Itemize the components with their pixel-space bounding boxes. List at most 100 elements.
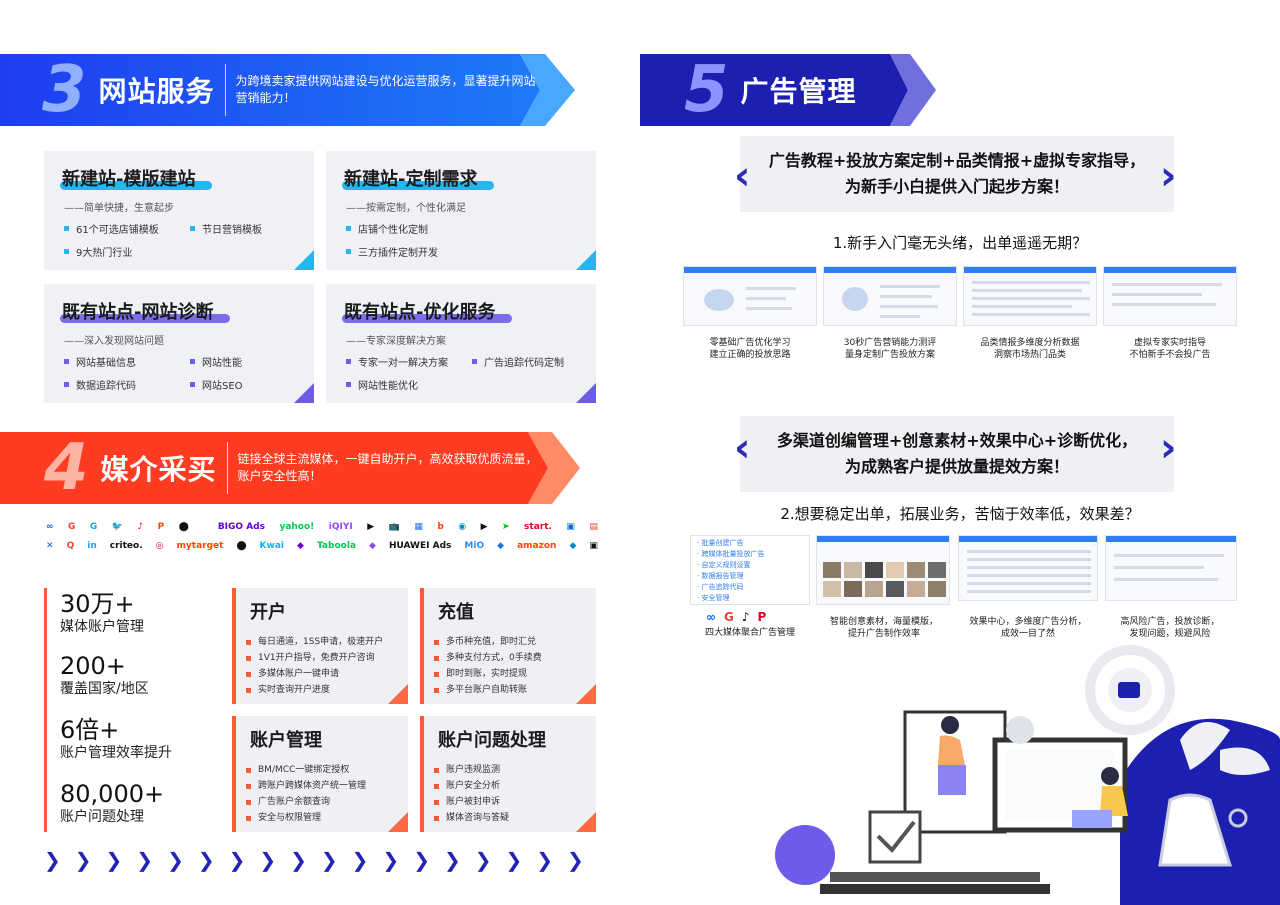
card-title: 新建站-定制需求 [344,169,478,190]
caption: 品类情报多维度分析数据洞察市场热门品类 [980,338,1080,360]
stat-label: 账户管理效率提升 [60,745,172,761]
decorative-illustration [775,645,1280,905]
card-subtitle: ——简单快捷，生意起步 [64,203,174,214]
media-logo: HUAWEI Ads [388,541,452,551]
list-item: 1V1开户指导，免费开户咨询 [246,650,383,666]
card-title: 新建站-模版建站 [62,169,196,190]
question-heading-2: 2.想要稳定出单，拓展业务，苦恼于效率低，效果差？ [780,505,1140,523]
caption: 四大媒体聚合广告管理 [704,628,795,638]
media-logo: in [87,541,97,551]
media-logo: yahoo! [279,522,315,532]
list-item: 实时查询开户进度 [246,682,383,698]
chevron-right-icon: ❯ [474,848,492,872]
caption: 30秒广告营销能力测评量身定制广告投放方案 [843,338,937,360]
caption: 高风险广告，投放诊断，发现问题，规避风险 [1120,617,1220,639]
chevron-right-icon: ❯ [351,848,369,872]
list-item: 节日营销模板 [190,221,314,236]
corner-accent [576,812,596,832]
section-number: 3 [42,53,87,127]
card-feature-list: 账户违规监测 账户安全分析 账户被封申诉 媒体咨询与答疑 [434,762,509,826]
media-logo: G [89,522,98,532]
chevron-right-icon: › [1160,425,1177,471]
question-heading-1: 1.新手入门毫无头绪，出单遥遥无期？ [832,234,1088,252]
media-logo: ◆ [569,541,577,551]
menu-item: · 批量创建广告 [697,539,744,547]
list-item: 网站SEO [190,377,314,392]
menu-item: · 安全管理 [697,594,730,602]
chevron-right-icon: ❯ [536,848,554,872]
caption: 效果中心，多维度广告分析，成效一目了然 [969,617,1087,639]
card-feature-list: BM/MCC一键绑定授权 跨账户跨媒体资产统一管理 广告账户余额查询 安全与权限… [246,762,366,826]
screenshot-category-intel [963,266,1097,326]
list-item: 账户安全分析 [434,778,509,794]
chevron-right-icon: ❯ [413,848,430,872]
media-logo: ◆ [297,541,304,551]
list-item: 三方插件定制开发 [346,244,546,259]
chevron-right-icon: ❯ [443,848,461,872]
list-item: 媒体咨询与答疑 [434,810,509,826]
screenshot-effect-center [958,535,1098,601]
card-subtitle: ——按需定制，个性化满足 [346,203,466,214]
title-highlight [342,314,512,323]
chevron-right-icon: ❯ [320,848,338,872]
chevron-left-icon: ‹ [734,425,751,471]
media-logo: ∞ [46,522,54,532]
screenshot-tutorial [683,266,817,326]
media-logo: ◉ [458,522,467,532]
promo-box-beginner: 广告教程+投放方案定制+品类情报+虚拟专家指导， 为新手小白提供入门起步方案！ [740,136,1174,212]
media-logo: amazon [517,541,557,551]
stat-value: 30万+ [60,590,135,618]
section-title: 广告管理 [740,75,857,108]
list-item: 多媒体账户一键申请 [246,666,383,682]
menu-item: · 数据报告管理 [697,572,744,580]
card-feature-list: 店铺个性化定制 三方插件定制开发 [346,221,546,259]
arrow-row: ❯❯❯❯❯❯❯❯❯❯❯❯❯❯❯❯❯❯ [44,848,584,872]
card-feature-list: 专家一对一解决方案 广告追踪代码定制 网站性能优化 [346,354,596,392]
banner-5-bg [640,54,936,126]
promo-box-advanced: 多渠道创编管理+创意素材+效果中心+诊断优化， 为成熟客户提供放量提效方案！ [740,416,1174,492]
list-item: 账户违规监测 [434,762,509,778]
corner-accent [294,250,314,270]
media-logo: ▦ [414,522,423,532]
divider [226,442,228,494]
menu-item: · 跨媒体批量投放广告 [697,550,765,558]
media-logo: ◆ [369,541,376,551]
chevron-right-icon: ❯ [197,848,215,872]
stat-value: 6倍+ [60,716,120,744]
list-item: 跨账户跨媒体资产统一管理 [246,778,366,794]
chevron-right-icon: ❯ [136,848,154,872]
media-logo: ◆ [497,541,505,551]
menu-item: · 广告追踪代码 [697,583,744,591]
card-title: 既有站点-网站诊断 [62,302,214,323]
promo-line: 为成熟客户提供放量提效方案！ [844,457,1069,476]
media-logo: Kwai [259,541,284,551]
stat-countries: 200+ 覆盖国家/地区 [60,652,149,698]
chevron-right-icon: ❯ [382,848,400,872]
service-card-custom: 新建站-定制需求 ——按需定制，个性化满足 店铺个性化定制 三方插件定制开发 [326,151,596,270]
list-item: 广告账户余额查询 [246,794,366,810]
promo-line: 为新手小白提供入门起步方案！ [844,177,1069,196]
media-logo: criteo. [109,541,143,551]
media-logo: start. [524,522,552,532]
list-item: BM/MCC一键绑定授权 [246,762,366,778]
account-card-open: 开户 每日通道，1SS申请，极速开户 1V1开户指导，免费开户咨询 多媒体账户一… [232,588,408,704]
section-number: 5 [684,53,729,127]
section-description: 链接全球主流媒体，一键自助开户，高效获取优质流量，账户安全性高！ [237,452,538,483]
list-item: 即时到账，实时提现 [434,666,542,682]
stat-value: 80,000+ [60,780,165,808]
account-card-topup: 充值 多币种充值，即时汇兑 多种支付方式，0手续费 即时到账，实时提现 多平台账… [420,588,596,704]
section-number: 4 [44,431,89,505]
title-highlight [60,181,212,190]
list-item: 多平台账户自助转账 [434,682,542,698]
card-feature-list: 每日通道，1SS申请，极速开户 1V1开户指导，免费开户咨询 多媒体账户一键申请… [246,634,383,698]
section-5-banner: 5 广告管理 [640,54,936,126]
card-title: 开户 [250,602,286,623]
card-title: 充值 [438,602,474,623]
stat-label: 账户问题处理 [60,809,144,825]
chevron-right-icon: ❯ [167,848,184,872]
card-feature-list: 61个可选店铺模板 节日营销模板 9大热门行业 [64,221,314,259]
screenshot-menu: · 批量创建广告· 跨媒体批量投放广告· 自定义规则设置· 数据报告管理· 广告… [690,535,810,605]
mini-media-logos: ∞G♪P [706,610,766,624]
list-item: 网站基础信息 [64,354,190,369]
list-item: 账户被封申诉 [434,794,509,810]
